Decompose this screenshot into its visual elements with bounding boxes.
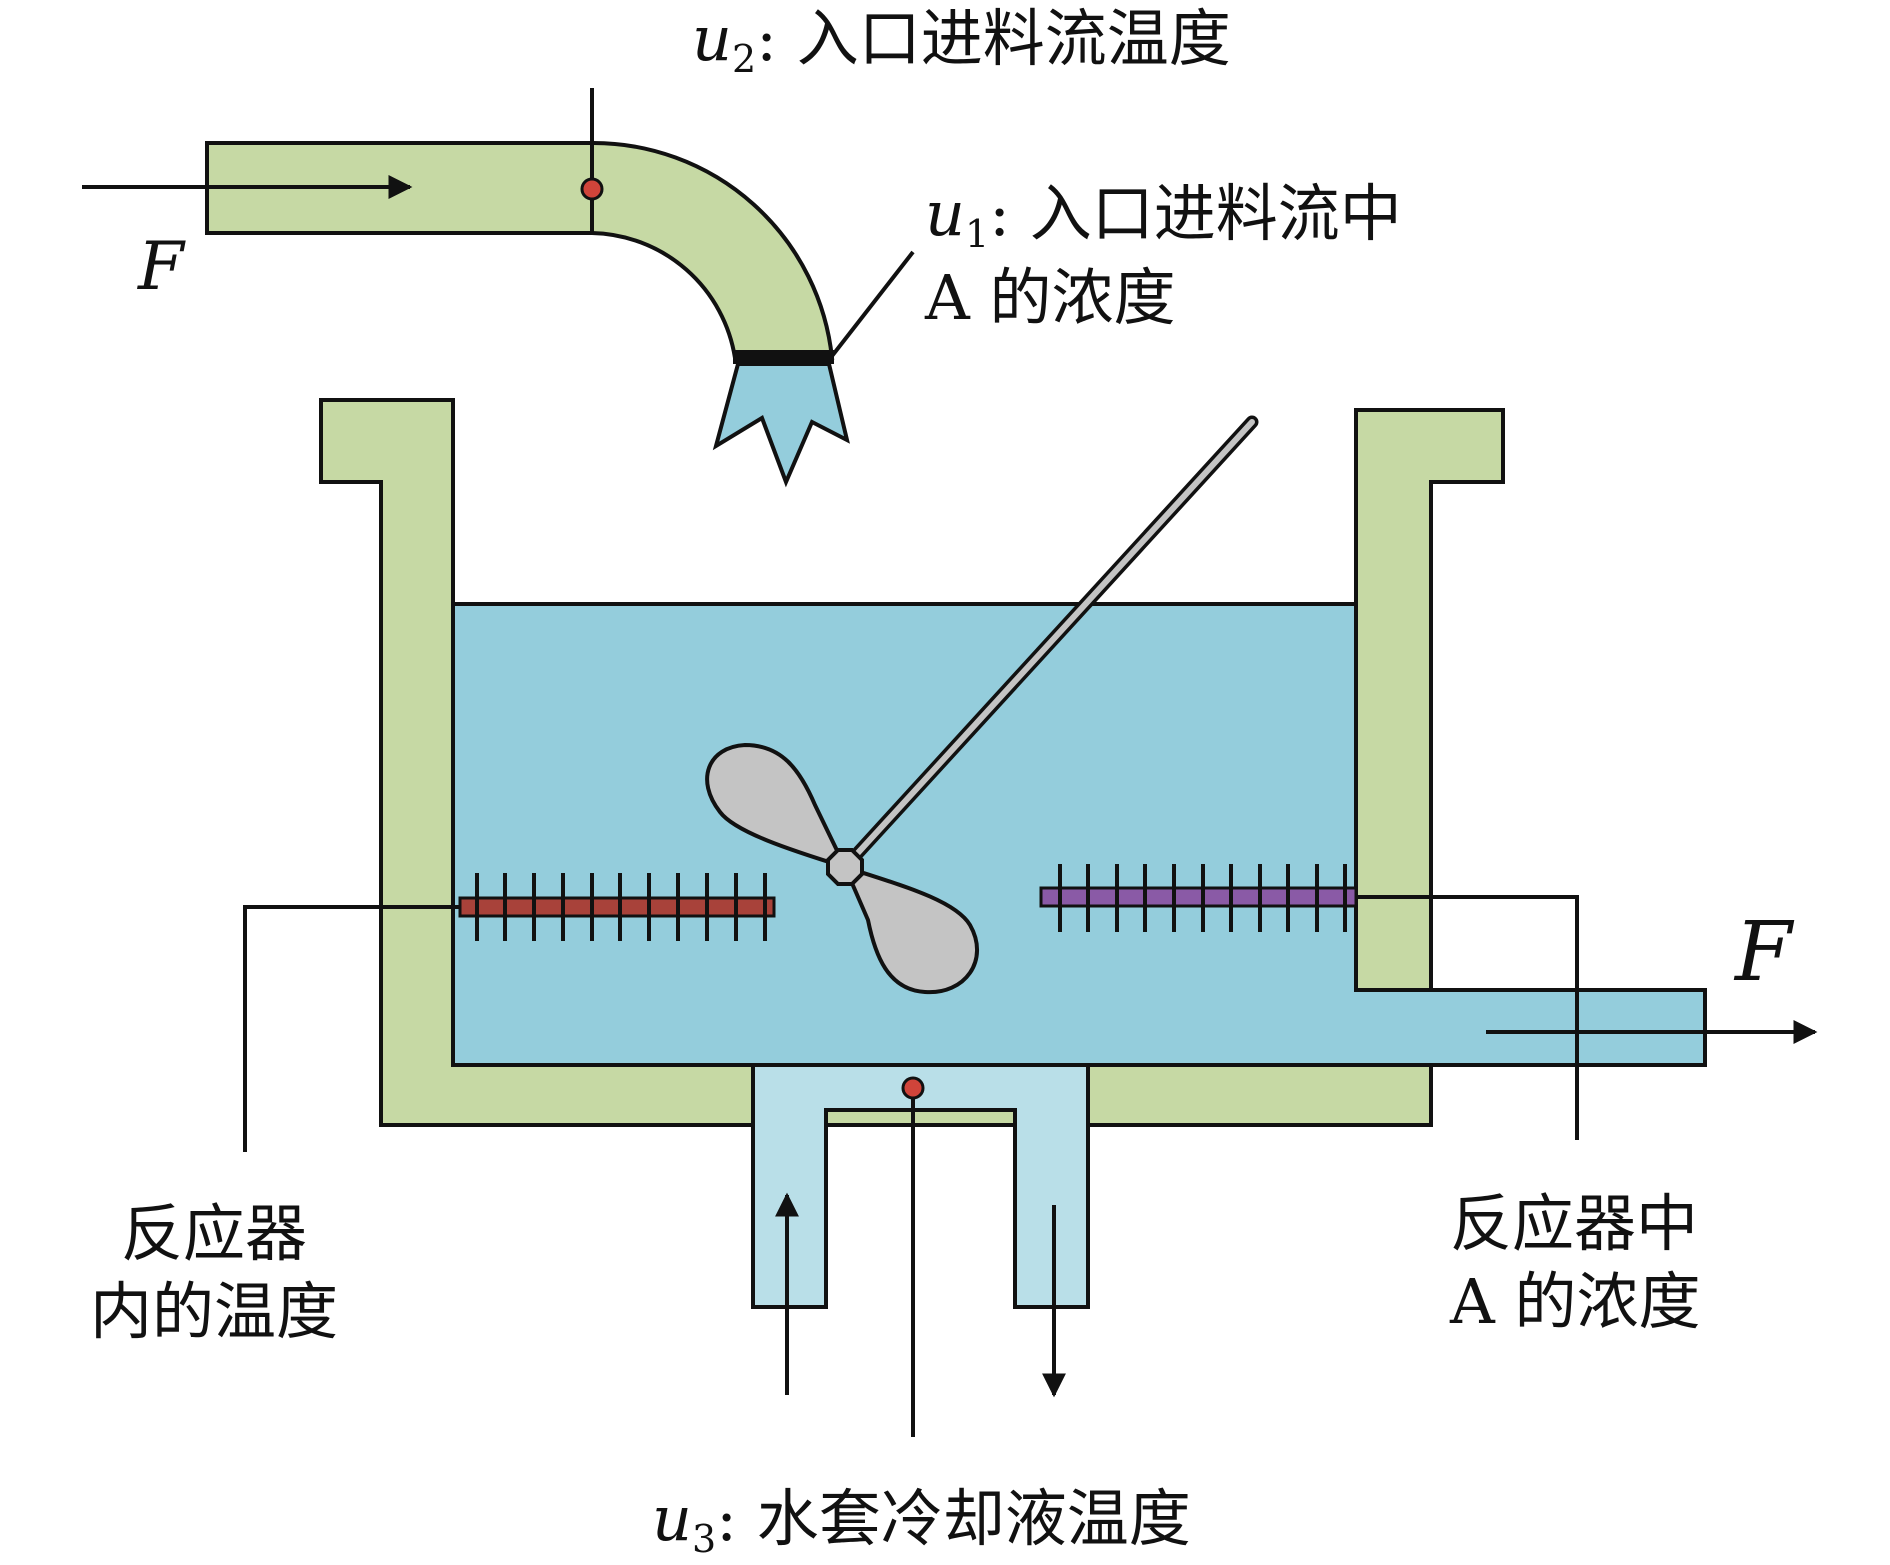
coolant-tube — [751, 1063, 1090, 1309]
spray-nozzle-icon — [712, 362, 850, 488]
coolant-temp-sensor-icon — [901, 1076, 925, 1100]
stirrer-blade-lower — [843, 865, 980, 995]
left-probe-leader — [243, 905, 460, 1152]
stirrer-blade-upper — [705, 743, 847, 869]
stirrer-hub — [826, 848, 864, 886]
right-probe-leader — [1356, 895, 1579, 1140]
u3-label: u3: 水套冷却液温度 — [652, 1482, 1191, 1561]
u1-leader-line — [830, 250, 915, 358]
flow-out-label: F — [1735, 905, 1792, 1000]
inlet-temp-sensor-icon — [580, 177, 604, 201]
left-probe-ticks — [475, 873, 767, 941]
left-probe-bar — [458, 896, 776, 918]
propeller-icon — [705, 415, 1259, 995]
nozzle-collar — [733, 350, 834, 364]
u2-label: u2: 入口进料流温度 — [692, 2, 1231, 81]
right-probe-ticks — [1058, 864, 1347, 932]
reactor-temp-label: 反应器 内的温度 — [90, 1197, 339, 1348]
reactor-liquid — [451, 602, 1707, 1067]
flow-in-label: F — [138, 228, 184, 305]
u1-label: u1: 入口进料流中 A 的浓度 — [925, 177, 1402, 334]
stirrer-shaft — [842, 419, 1255, 870]
reactor-conc-label: 反应器中 A 的浓度 — [1450, 1187, 1701, 1338]
inlet-pipe — [205, 140, 835, 360]
